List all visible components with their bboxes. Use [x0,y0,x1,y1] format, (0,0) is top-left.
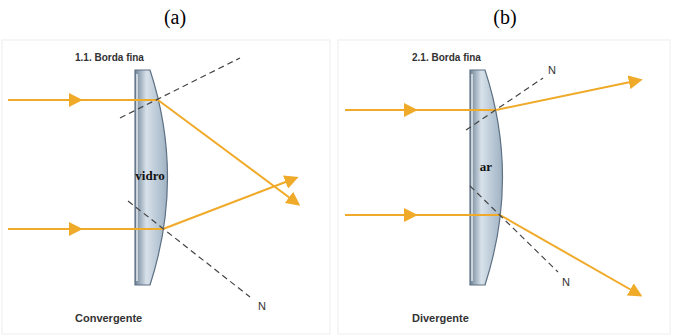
lens-type: Convergente [75,312,142,324]
normal-label: N [548,64,556,76]
panel-title: 2.1. Borda fina [412,52,481,63]
material-label: vidro [135,169,164,183]
panel-b [338,40,670,334]
panel-letter: (a) [164,6,186,28]
lens-type: Divergente [412,312,469,324]
normal-label: N [258,300,266,312]
light-rays-a [8,100,298,229]
material-label: ar [480,160,492,174]
normal-lines-b [466,78,558,272]
panel-letter: (b) [493,6,516,28]
divergent-lens [470,70,503,285]
normal-label: N [562,276,570,288]
panel-a [2,40,330,334]
normal-lines-a [120,58,250,297]
panel-title: 1.1. Borda fina [75,52,144,63]
